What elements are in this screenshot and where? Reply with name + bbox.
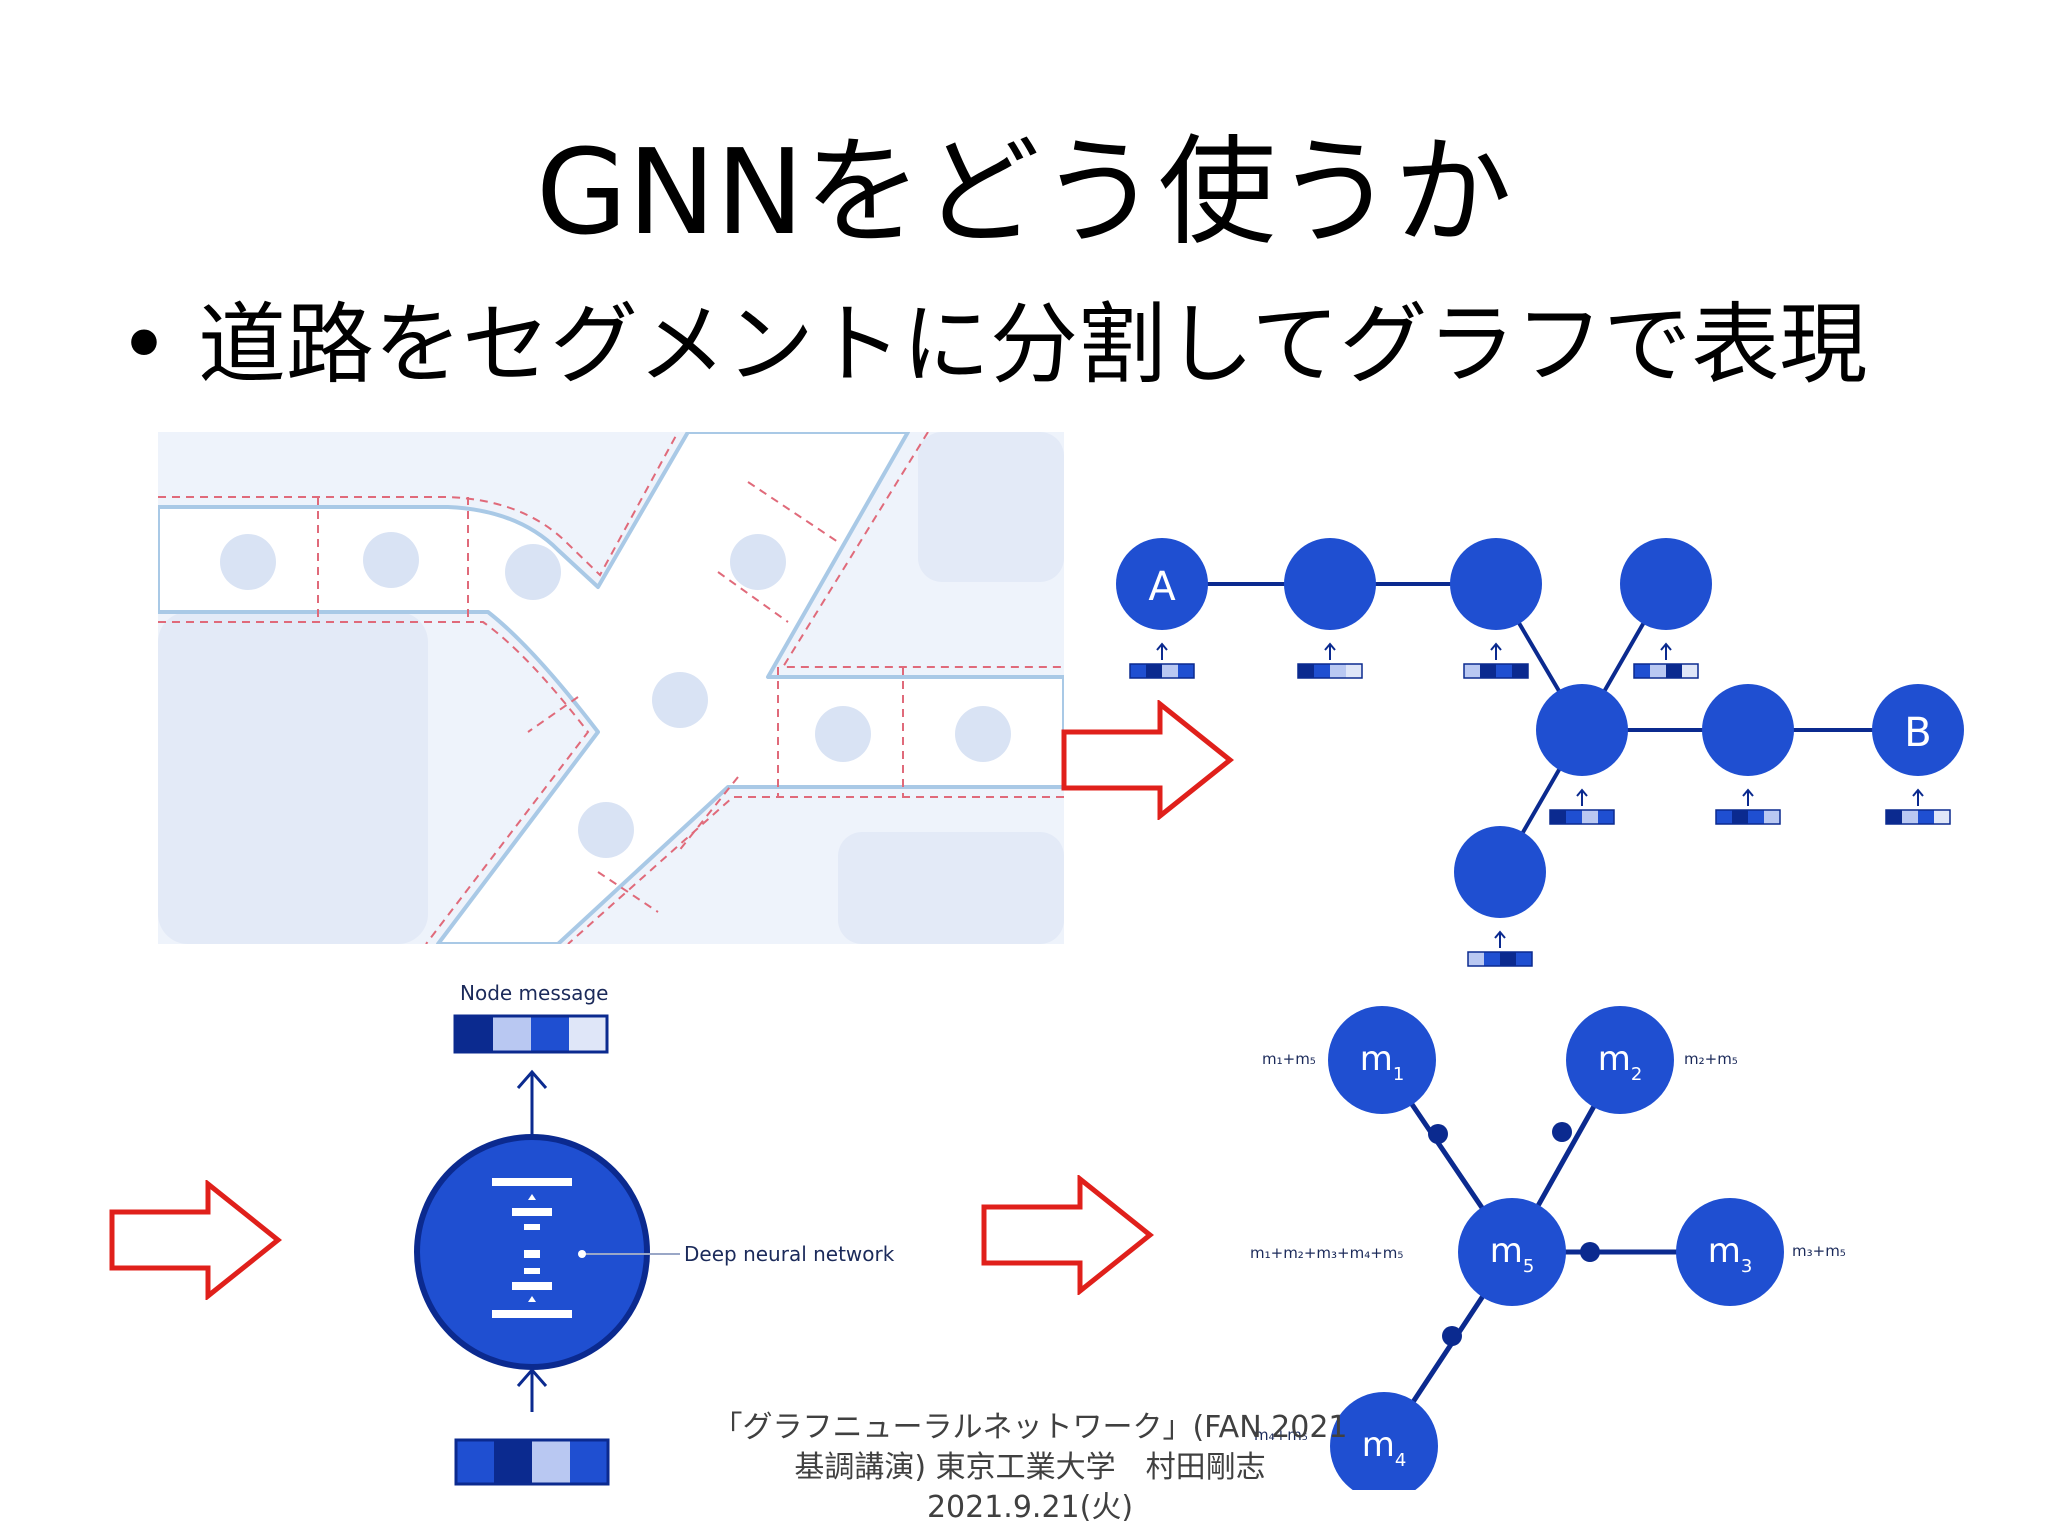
graph-node (1536, 684, 1628, 776)
node-m2 (1566, 1006, 1674, 1114)
message-nodes (1328, 1006, 1784, 1490)
graph-node (1454, 826, 1546, 918)
node-m2-label: m2 (1598, 1039, 1643, 1085)
road-segment-points (220, 532, 1011, 858)
node-m4 (1330, 1392, 1438, 1490)
graph-node (1284, 538, 1376, 630)
node-feature-vector (1129, 642, 1195, 679)
graph-nodes (1116, 538, 1964, 918)
graph-node-b (1872, 684, 1964, 776)
graph-node-a (1116, 538, 1208, 630)
node-m5-label: m5 (1490, 1231, 1535, 1277)
road-graph-diagram: A B (1116, 538, 1964, 967)
output-message-vector (453, 1014, 609, 1054)
slide-title: GNNをどう使うか (536, 123, 1512, 261)
node-feature-vector (1633, 642, 1699, 679)
node-feature-vector (1885, 788, 1951, 825)
node-a-label: A (1148, 564, 1176, 610)
bullet-item: • 道路をセグメントに分割してグラフで表現 (118, 292, 1867, 398)
node-m3 (1676, 1198, 1784, 1306)
sum-m3-m5: m₃+m₅ (1792, 1242, 1846, 1260)
sum-m2-m5: m₂+m₅ (1684, 1050, 1738, 1068)
footer-line-3: 2021.9.21(火) (926, 1490, 1134, 1525)
sum-m4-m5: m₄+m₅ (1254, 1426, 1308, 1444)
node-feature-vector (1463, 642, 1529, 679)
node-m5 (1458, 1198, 1566, 1306)
graph-node (1450, 538, 1542, 630)
node-feature-vector (1549, 788, 1615, 825)
node-feature-vector (1297, 642, 1363, 679)
sum-all-m5: m₁+m₂+m₃+m₄+m₅ (1250, 1244, 1403, 1262)
footer-line-1: 「グラフニューラルネットワーク」(FAN 2021 (712, 1410, 1348, 1445)
arrow-right-icon (109, 1180, 283, 1300)
message-passing-graph: m1 m2 m3 m4 m5 m₁+m₅ m₂+m₅ m₃+m₅ m₄+m₅ m… (1250, 1006, 1846, 1490)
node-message-diagram: Node message Deep neural network (414, 981, 895, 1486)
node-b-label: B (1904, 710, 1931, 756)
node-feature-vector (1467, 930, 1533, 967)
node-message-label: Node message (460, 981, 608, 1005)
arrow-right-icon (1061, 700, 1235, 820)
deep-neural-network-label: Deep neural network (684, 1242, 895, 1266)
node-m4-label: m4 (1362, 1425, 1407, 1471)
message-junctions (1428, 1122, 1600, 1346)
node-feature-vector (1715, 788, 1781, 825)
footer-line-2: 基調講演) 東京工業大学 村田剛志 (794, 1450, 1266, 1485)
graph-node (1620, 538, 1712, 630)
node-m1-label: m1 (1360, 1039, 1405, 1085)
graph-node (1702, 684, 1794, 776)
bullet-symbol: • (118, 293, 170, 396)
segment-boundaries (158, 432, 1064, 944)
sum-m1-m5: m₁+m₅ (1262, 1050, 1316, 1068)
feature-vectors (1129, 642, 1951, 967)
node-m3-label: m3 (1708, 1231, 1753, 1277)
node-m1 (1328, 1006, 1436, 1114)
input-feature-vector (454, 1438, 610, 1486)
road-segmentation-illustration (158, 432, 1064, 944)
slide-footer: 「グラフニューラルネットワーク」(FAN 2021 基調講演) 東京工業大学 村… (700, 1408, 1360, 1528)
bullet-text: 道路をセグメントに分割してグラフで表現 (198, 293, 1868, 396)
arrow-right-icon (981, 1175, 1155, 1295)
neural-network-icon (492, 1178, 572, 1318)
